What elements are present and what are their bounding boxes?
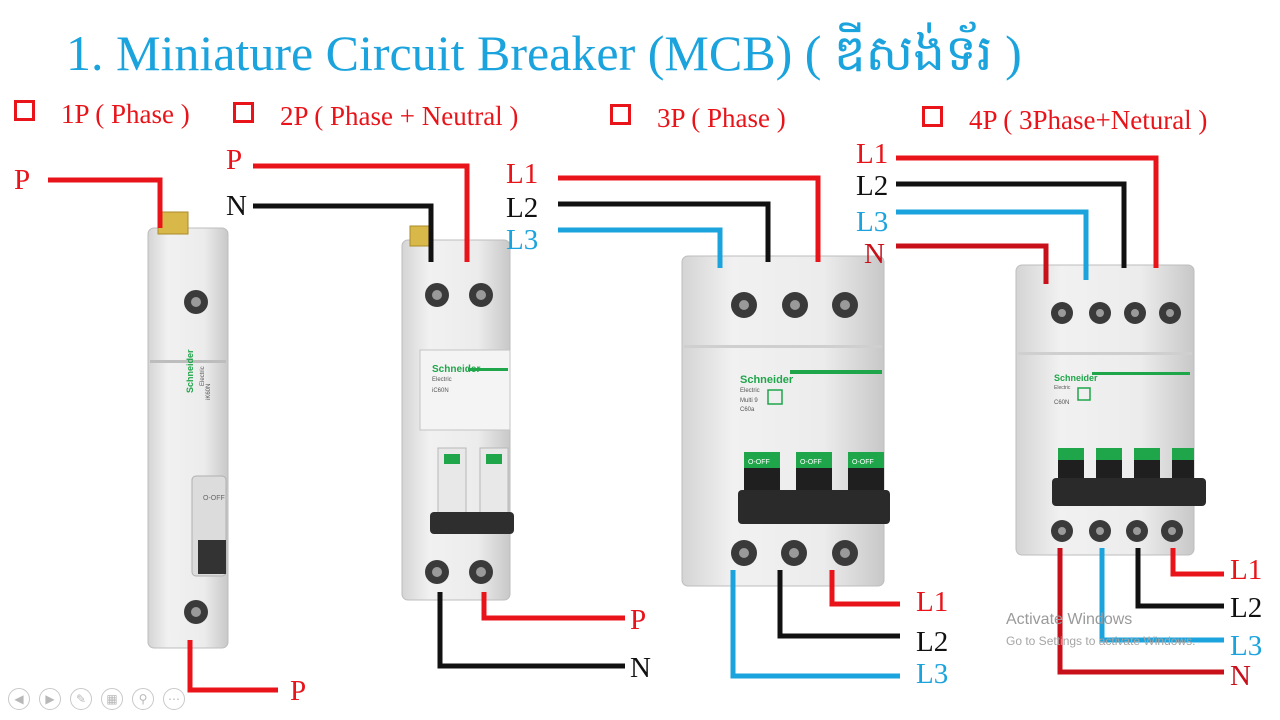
label-3p-l3-out: L3 xyxy=(916,658,949,690)
activation-watermark-title: Activate Windows xyxy=(1006,611,1133,628)
toggle-bar-icon xyxy=(430,512,514,534)
wire-2p-neutral-out xyxy=(437,592,625,669)
option-1p-label: 1P ( Phase ) xyxy=(61,99,190,129)
wire-1p-phase-out xyxy=(187,640,278,693)
wire-4p-l2-out xyxy=(1135,548,1224,609)
wire-4p-n-out xyxy=(1057,548,1224,675)
gear-icon xyxy=(767,389,783,405)
wire-3p-l3-out xyxy=(730,570,900,679)
toggle-bar-icon xyxy=(738,490,890,524)
option-4p: 4P ( 3Phase+Netural ) xyxy=(922,105,1207,136)
label-4p-l1-in: L1 xyxy=(856,138,889,170)
pen-icon[interactable]: ✎ xyxy=(70,688,92,710)
option-4p-label: 4P ( 3Phase+Netural ) xyxy=(969,105,1208,135)
label-2p-phase-out: P xyxy=(630,604,647,636)
prev-icon[interactable]: ◀ xyxy=(8,688,30,710)
model-text: iK60N xyxy=(206,384,212,400)
slideshow-toolbar: ◀ ▶ ✎ ▦ ⚲ ⋯ xyxy=(8,688,185,710)
option-3p: 3P ( Phase ) xyxy=(610,103,786,134)
option-3p-label: 3P ( Phase ) xyxy=(657,103,786,133)
label-4p-l2-in: L2 xyxy=(856,170,889,202)
wire-4p-n-in xyxy=(896,243,1049,284)
wire-2p-phase-in xyxy=(253,163,470,262)
label-2p-phase-in: P xyxy=(226,144,243,176)
brand-sub-text: Electric xyxy=(432,377,452,383)
off-label: O-OFF xyxy=(852,459,874,466)
label-3p-l2-in: L2 xyxy=(506,192,539,224)
wire-3p-l3-in xyxy=(558,227,723,268)
label-3p-l2-out: L2 xyxy=(916,626,949,658)
brand-sub-text: Electric xyxy=(1054,385,1071,391)
off-label: O-OFF xyxy=(748,459,770,466)
page-title: 1. Miniature Circuit Breaker (MCB) ( ឌីស… xyxy=(66,25,1022,81)
label-4p-n-in: N xyxy=(864,238,885,270)
off-label: O-OFF xyxy=(800,459,822,466)
wire-4p-l3-out xyxy=(1099,548,1224,643)
wire-2p-neutral-in xyxy=(253,203,434,262)
zoom-icon[interactable]: ⚲ xyxy=(132,688,154,710)
wire-4p-l1-in xyxy=(896,155,1159,268)
label-4p-l2-out: L2 xyxy=(1230,592,1263,624)
label-4p-l3-out: L3 xyxy=(1230,630,1263,662)
checkbox-icon xyxy=(610,104,631,125)
wire-3p-l2-out xyxy=(777,570,900,639)
toggle-lever-icon xyxy=(198,540,226,574)
checkbox-icon xyxy=(14,100,35,121)
label-4p-l1-out: L1 xyxy=(1230,554,1263,586)
brand-sub-text: Electric xyxy=(740,388,760,394)
activation-watermark-hint: Go to Settings to activate Windows. xyxy=(1006,634,1196,648)
wire-3p-l2-in xyxy=(558,201,771,262)
wire-3p-l1-out xyxy=(829,570,900,607)
wires xyxy=(48,155,1224,693)
brand-text: Schneider xyxy=(432,364,480,375)
slides-icon[interactable]: ▦ xyxy=(101,688,123,710)
breaker-2p: Schneider Electric iC60N xyxy=(401,225,514,601)
model-series-text: Multi 9 xyxy=(740,398,758,404)
more-icon[interactable]: ⋯ xyxy=(163,688,185,710)
model-text: C60N xyxy=(1054,400,1069,406)
label-3p-l1-in: L1 xyxy=(506,158,539,190)
label-3p-l1-out: L1 xyxy=(916,586,949,618)
wire-4p-l2-in xyxy=(896,181,1127,268)
breaker-4p: Schneider Electric C60N xyxy=(1015,264,1206,556)
breaker-1p: Schneider Electric iK60N O-OFF xyxy=(147,211,229,649)
label-4p-l3-in: L3 xyxy=(856,206,889,238)
wire-2p-phase-out xyxy=(481,592,625,621)
checkbox-icon xyxy=(233,102,254,123)
brand-text: Schneider xyxy=(740,374,794,386)
wire-3p-l1-in xyxy=(558,175,821,262)
gear-icon xyxy=(1077,387,1091,401)
label-4p-n-out: N xyxy=(1230,660,1251,692)
brand-text: Schneider xyxy=(1054,373,1098,383)
wire-4p-l3-in xyxy=(896,209,1089,280)
brand-sub-text: Electric xyxy=(200,366,206,386)
option-2p-label: 2P ( Phase + Neutral ) xyxy=(280,101,519,131)
wire-1p-phase-in xyxy=(48,177,163,228)
label-2p-neutral-in: N xyxy=(226,190,247,222)
model-text: C60a xyxy=(740,407,755,413)
breaker-3p: Schneider Electric Multi 9 C60a O-OFF O-… xyxy=(681,255,890,587)
checkbox-icon xyxy=(922,106,943,127)
label-3p-l3-in: L3 xyxy=(506,224,539,256)
label-1p-phase-out: P xyxy=(290,675,307,707)
wire-4p-l1-out xyxy=(1170,548,1224,577)
option-1p: 1P ( Phase ) xyxy=(14,99,190,130)
label-2p-neutral-out: N xyxy=(630,652,651,684)
option-2p: 2P ( Phase + Neutral ) xyxy=(233,101,518,132)
label-1p-phase-in: P xyxy=(14,164,31,196)
toggle-bar-icon xyxy=(1052,478,1206,506)
next-icon[interactable]: ▶ xyxy=(39,688,61,710)
brand-text: Schneider xyxy=(185,349,195,393)
off-label: O-OFF xyxy=(203,495,225,502)
model-text: iC60N xyxy=(432,388,449,394)
